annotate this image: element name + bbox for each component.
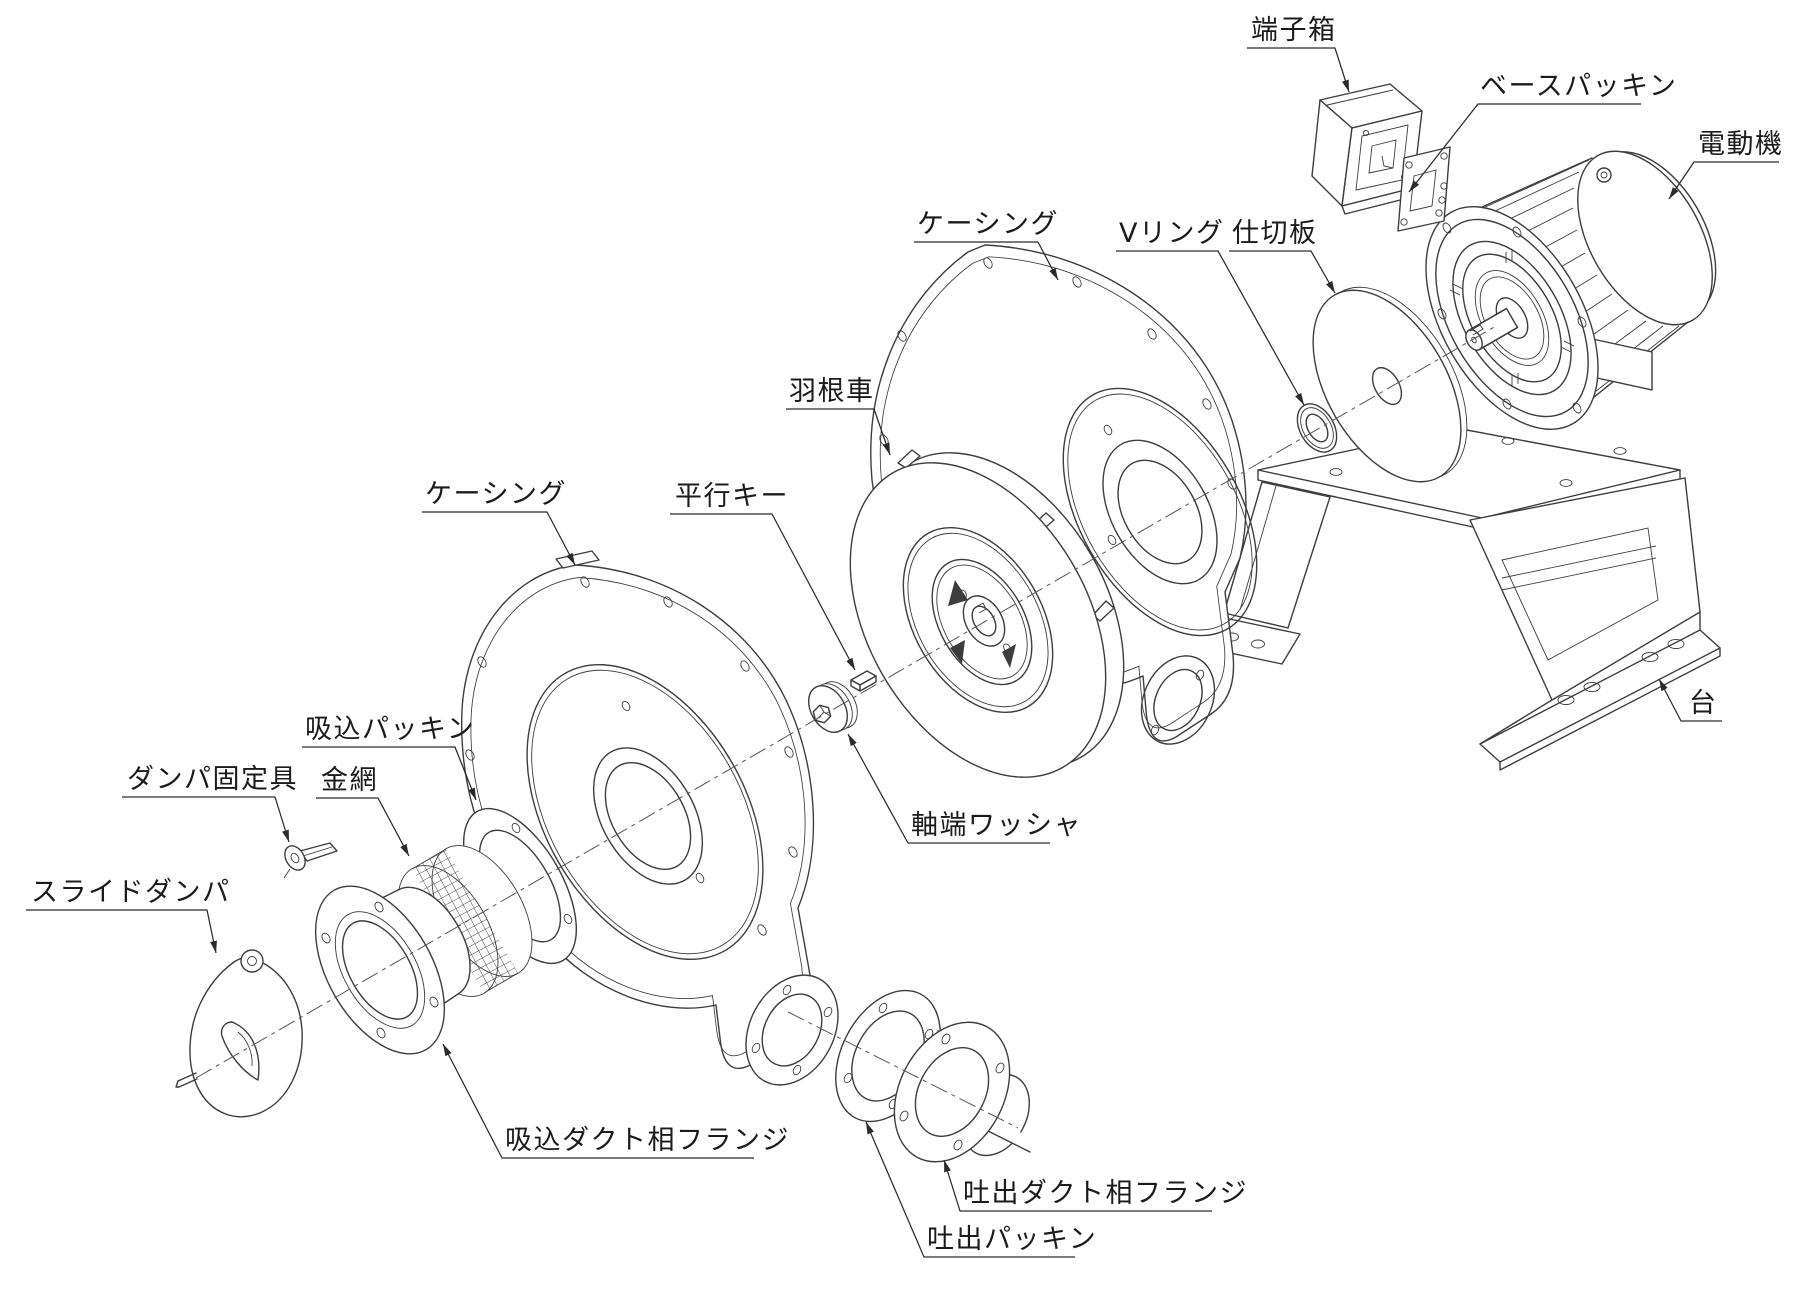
base-packing-part bbox=[1397, 146, 1451, 232]
casing-outlet-flange bbox=[745, 974, 839, 1086]
label-parallel-key: 平行キー bbox=[675, 481, 789, 512]
leader-casing-rear bbox=[914, 241, 1059, 281]
v-ring-part bbox=[1296, 403, 1338, 453]
label-base-packing: ベースパッキン bbox=[1480, 71, 1678, 102]
leader-lines bbox=[26, 47, 1779, 1258]
label-casing-rear: ケーシング bbox=[917, 209, 1059, 240]
discharge-duct-flange-part bbox=[893, 1021, 1031, 1163]
label-suction-duct-flange: 吸込ダクト相フランジ bbox=[505, 1125, 790, 1156]
leader-shaft-end-washer bbox=[847, 733, 1050, 844]
leader-stand bbox=[1658, 678, 1722, 722]
leader-impeller bbox=[786, 408, 891, 456]
leader-discharge-packing bbox=[865, 1121, 1075, 1258]
impeller-part bbox=[849, 449, 1125, 778]
motor-part bbox=[1425, 150, 1717, 431]
leader-suction-duct-flange bbox=[442, 1043, 754, 1159]
stand-part bbox=[1187, 427, 1721, 771]
label-suction-packing: 吸込パッキン bbox=[305, 714, 476, 745]
casing-front-part bbox=[460, 550, 839, 1086]
leader-slide-damper bbox=[26, 909, 217, 954]
slide-damper-part bbox=[175, 949, 303, 1118]
label-casing-front: ケーシング bbox=[425, 479, 567, 510]
shaft-end-washer-part bbox=[807, 681, 858, 733]
leader-damper-fixture bbox=[122, 796, 290, 843]
label-shaft-end-washer: 軸端ワッシャ bbox=[911, 810, 1082, 841]
partition-plate-part bbox=[1312, 286, 1468, 483]
suction-duct-flange-part bbox=[314, 885, 471, 1055]
label-damper-fixture: ダンパ固定具 bbox=[127, 764, 298, 795]
leader-discharge-duct-flange bbox=[943, 1159, 1212, 1212]
motor-eyebolt bbox=[1596, 167, 1612, 183]
label-wire-mesh: 金網 bbox=[321, 765, 378, 796]
label-terminal-box: 端子箱 bbox=[1251, 15, 1337, 46]
leader-suction-packing bbox=[302, 746, 477, 801]
label-motor: 電動機 bbox=[1698, 129, 1784, 160]
label-stand: 台 bbox=[1689, 688, 1718, 719]
label-slide-damper: スライドダンパ bbox=[31, 877, 231, 908]
label-partition-plate: 仕切板 bbox=[1232, 218, 1318, 249]
label-v-ring: Vリング bbox=[1119, 218, 1225, 249]
label-discharge-packing: 吐出パッキン bbox=[927, 1224, 1098, 1255]
leader-wire-mesh bbox=[316, 797, 410, 857]
discharge-centerline bbox=[787, 1011, 1019, 1129]
leader-motor bbox=[1668, 161, 1779, 200]
label-discharge-duct-flange: 吐出ダクト相フランジ bbox=[963, 1178, 1248, 1209]
leader-v-ring bbox=[1116, 250, 1305, 406]
damper-fixture-part bbox=[283, 842, 338, 879]
label-impeller: 羽根車 bbox=[789, 376, 875, 407]
leader-parallel-key bbox=[670, 513, 856, 671]
leader-partition-plate bbox=[1229, 250, 1336, 294]
leader-terminal-box bbox=[1247, 47, 1350, 93]
main-centerline bbox=[195, 325, 1497, 1079]
leader-casing-front bbox=[422, 511, 576, 566]
leader-base-packing bbox=[1408, 103, 1641, 193]
parallel-key-part bbox=[850, 670, 877, 692]
